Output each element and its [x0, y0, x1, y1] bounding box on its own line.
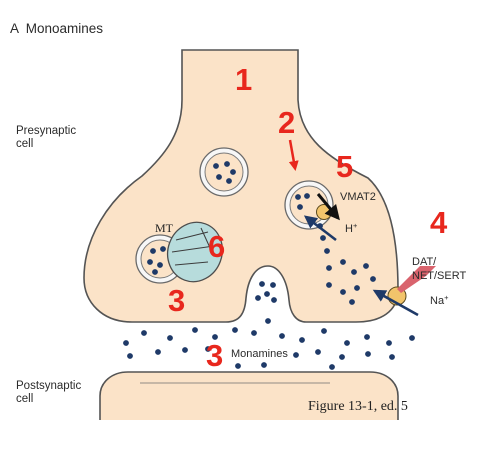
monoamine-dot: [389, 354, 395, 360]
monoamine-dot: [265, 318, 271, 324]
monoamine-dot: [160, 246, 166, 252]
monoamine-dot: [216, 174, 222, 180]
monoamine-dot: [365, 351, 371, 357]
h-plus-arrow: [316, 193, 340, 221]
step-number-3-cleft: 3: [206, 338, 223, 373]
step-number-5: 5: [336, 149, 353, 184]
na-plus-sign: +: [444, 293, 449, 302]
step-2-arrow: [288, 139, 299, 171]
step-number-1: 1: [235, 62, 252, 97]
monoamine-dot: [264, 291, 270, 297]
h-symbol: H: [345, 223, 353, 235]
monoamine-dot: [167, 335, 173, 341]
postsynaptic-cell-label: cell: [16, 393, 33, 405]
postsynaptic-cell: [99, 371, 399, 420]
monoamine-dot: [279, 333, 285, 339]
monoamine-dot: [386, 340, 392, 346]
monoamine-dot: [251, 330, 257, 336]
step-number-2: 2: [278, 105, 295, 140]
presynaptic-cell-label: cell: [16, 138, 33, 150]
panel-title: A Monoamines: [10, 21, 103, 36]
synaptic-cleft-dots: [123, 318, 415, 370]
monoamine-dot: [235, 363, 241, 369]
monoamine-dot: [299, 337, 305, 343]
monoamine-dot: [232, 327, 238, 333]
monoamine-dot: [329, 364, 335, 370]
monoamine-dot: [157, 262, 163, 268]
monoamine-dot: [321, 328, 327, 334]
monoamine-dot: [147, 259, 153, 265]
monoamine-dot: [212, 334, 218, 340]
monoamine-dot: [295, 194, 301, 200]
sodium-gradient-wedge: [397, 266, 436, 293]
monoamine-dot: [324, 248, 330, 254]
transporter-label-line1: DAT/: [412, 256, 437, 268]
monoamine-dot: [317, 223, 323, 229]
monoamine-dot: [226, 178, 232, 184]
postsynaptic-label: Postsynaptic: [16, 380, 81, 392]
cleft-monoamines-label: Monamines: [231, 348, 288, 360]
monoamine-dot: [370, 276, 376, 282]
monoamine-dot: [349, 299, 355, 305]
monoamine-dot: [326, 282, 332, 288]
vesicle-top-dots: [213, 161, 236, 184]
monoamine-dot: [141, 330, 147, 336]
monoamine-dot: [315, 349, 321, 355]
monoamine-dot: [182, 347, 188, 353]
monoamine-dot: [297, 204, 303, 210]
monoamine-dot: [344, 340, 350, 346]
vesicle-left-dots: [147, 246, 166, 275]
monoamine-dot: [351, 269, 357, 275]
monoamine-dot: [230, 169, 236, 175]
vmat2-label: VMAT2: [340, 191, 376, 203]
monoamine-dot: [123, 340, 129, 346]
monoamine-dot: [270, 282, 276, 288]
vmat2-vesicle-dots: [295, 193, 310, 210]
h-plus-label: H+: [345, 221, 358, 235]
monoamine-dot: [409, 335, 415, 341]
monoamine-dot: [255, 295, 261, 301]
monoamine-dot: [127, 353, 133, 359]
mt-label: MT: [155, 221, 174, 235]
monoamine-dot: [363, 263, 369, 269]
mt-organelle: [166, 221, 224, 283]
storage-vesicle-top-inner: [204, 152, 244, 192]
monoamine-dot: [205, 346, 211, 352]
monoamine-dot: [320, 235, 326, 241]
transporter-label-line2: NET/SERT: [412, 270, 466, 282]
monoamine-dot: [271, 297, 277, 303]
monoamine-dot: [364, 334, 370, 340]
monoamine-dot: [261, 362, 267, 368]
monoamine-dot: [152, 269, 158, 275]
monoamine-dot: [259, 281, 265, 287]
monoamine-dot: [150, 248, 156, 254]
h-plus-sign: +: [353, 221, 358, 230]
step-number-4: 4: [430, 205, 448, 240]
monoamine-dot: [354, 285, 360, 291]
monoamine-dot: [304, 193, 310, 199]
na-plus-label: Na+: [430, 293, 449, 307]
exocytosis-dots: [255, 281, 277, 303]
monoamine-dot: [192, 327, 198, 333]
na-symbol: Na: [430, 295, 445, 307]
monoamine-dot: [155, 349, 161, 355]
monoamine-dot: [326, 265, 332, 271]
monoamine-dot: [339, 354, 345, 360]
reuptake-arrow: [372, 289, 419, 317]
cytosolic-monoamine-dots: [317, 223, 376, 305]
monoamine-dot: [293, 352, 299, 358]
monoamine-dot: [213, 163, 219, 169]
presynaptic-label: Presynaptic: [16, 125, 76, 137]
monoamine-dot: [340, 289, 346, 295]
step-number-6: 6: [208, 229, 225, 264]
monoamine-dot: [224, 161, 230, 167]
figure-caption: Figure 13-1, ed. 5: [308, 399, 408, 414]
step-number-3-release: 3: [168, 283, 185, 318]
monoamine-dot: [340, 259, 346, 265]
